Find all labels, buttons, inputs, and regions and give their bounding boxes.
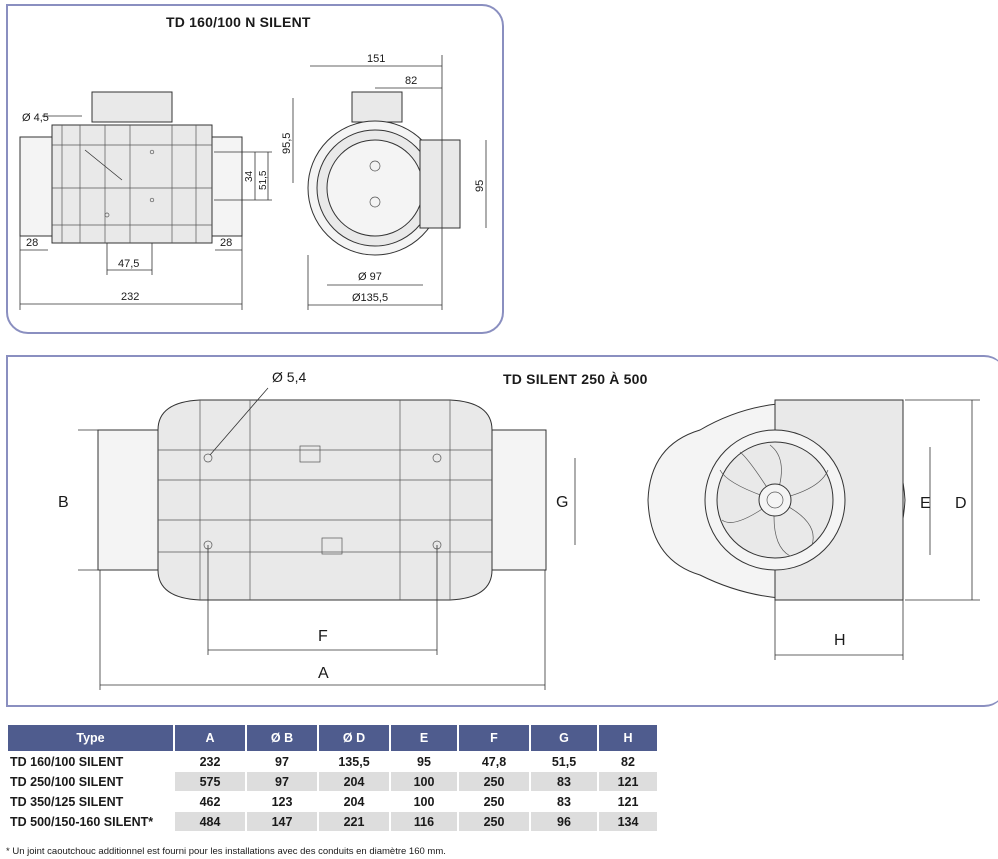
cell-a: 232 <box>199 754 221 769</box>
dim-97: Ø 97 <box>358 271 382 283</box>
footnote: * Un joint caoutchouc additionnel est fo… <box>6 846 446 857</box>
cell-type: TD 350/125 SILENT <box>10 794 124 809</box>
cell-g: 96 <box>531 812 597 831</box>
header-g: G <box>531 725 597 751</box>
dim-34: 34 <box>244 170 255 182</box>
dim-hole-top: Ø 4,5 <box>22 112 49 124</box>
dim-G: G <box>556 494 568 511</box>
cell-f: 47,8 <box>481 754 507 769</box>
outlet-collar <box>91 91 173 123</box>
cell-e: 95 <box>417 754 431 769</box>
inlet-collar <box>97 429 159 571</box>
cell-e: 116 <box>391 812 457 831</box>
cell-f: 250 <box>459 772 529 791</box>
header-h: H <box>599 725 657 751</box>
cell-h: 134 <box>599 812 657 831</box>
header-a: A <box>175 725 245 751</box>
table-header-row: Type A Ø B Ø D E F G H <box>8 725 657 751</box>
dim-F: F <box>318 628 328 645</box>
dim-width: 151 <box>367 53 385 65</box>
table-row: TD 350/125 SILENT 462 123 204 100 250 83… <box>8 792 657 811</box>
dim-flange-left: 28 <box>26 237 38 249</box>
cell-type: TD 250/100 SILENT <box>10 774 124 789</box>
dim-outlet: 82 <box>405 75 417 87</box>
cell-g: 83 <box>531 772 597 791</box>
cell-g: 83 <box>557 794 571 809</box>
cell-h: 121 <box>617 794 639 809</box>
table-row: TD 160/100 SILENT 232 97 135,5 95 47,8 5… <box>8 752 657 771</box>
cell-b: 147 <box>247 812 317 831</box>
dim-flange-right: 28 <box>220 237 232 249</box>
cell-h: 82 <box>621 754 635 769</box>
cell-e: 100 <box>391 772 457 791</box>
top-panel-title: TD 160/100 N SILENT <box>166 14 311 30</box>
cell-b: 97 <box>247 772 317 791</box>
dim-length: 232 <box>121 291 139 303</box>
dim-D: D <box>955 495 967 512</box>
cell-type: TD 160/100 SILENT <box>10 754 124 769</box>
cell-e: 100 <box>413 794 435 809</box>
cell-h: 121 <box>599 772 657 791</box>
cell-f: 250 <box>459 812 529 831</box>
cell-g: 51,5 <box>551 754 577 769</box>
table-row: TD 250/100 SILENT 575 97 204 100 250 83 … <box>8 772 657 791</box>
spec-table: Type A Ø B Ø D E F G H TD 160/100 SILENT… <box>6 724 659 832</box>
cell-d: 204 <box>343 794 365 809</box>
cell-type: TD 500/150-160 SILENT* <box>10 814 154 829</box>
header-b: Ø B <box>247 725 317 751</box>
cell-d: 204 <box>319 772 389 791</box>
dim-H: H <box>834 632 846 649</box>
header-e: E <box>391 725 457 751</box>
hole-leader <box>84 149 123 181</box>
cell-a: 575 <box>175 772 245 791</box>
front-side-box <box>419 139 461 229</box>
cell-d: 221 <box>319 812 389 831</box>
cell-d: 135,5 <box>338 754 370 769</box>
front-outlet <box>351 91 403 123</box>
dim-1355: Ø135,5 <box>352 292 388 304</box>
dim-spacing: 47,5 <box>118 258 139 270</box>
dim-E: E <box>920 495 931 512</box>
cell-b: 97 <box>275 754 289 769</box>
dim-95: 95 <box>474 180 486 192</box>
header-type: Type <box>8 725 173 751</box>
bottom-panel-title: TD SILENT 250 À 500 <box>503 371 648 387</box>
outlet-collar-bottom <box>489 429 547 571</box>
cell-a: 484 <box>175 812 245 831</box>
header-d: Ø D <box>319 725 389 751</box>
dim-A: A <box>318 665 329 682</box>
table-row: TD 500/150-160 SILENT* 484 147 221 116 2… <box>8 812 657 831</box>
dim-height: 95,5 <box>281 133 293 154</box>
dim-B: B <box>58 494 69 511</box>
cell-f: 250 <box>483 794 505 809</box>
dim-hole-bottom: Ø 5,4 <box>272 369 306 385</box>
cell-b: 123 <box>271 794 293 809</box>
cell-a: 462 <box>199 794 221 809</box>
header-f: F <box>459 725 529 751</box>
dim-515: 51,5 <box>258 170 269 190</box>
